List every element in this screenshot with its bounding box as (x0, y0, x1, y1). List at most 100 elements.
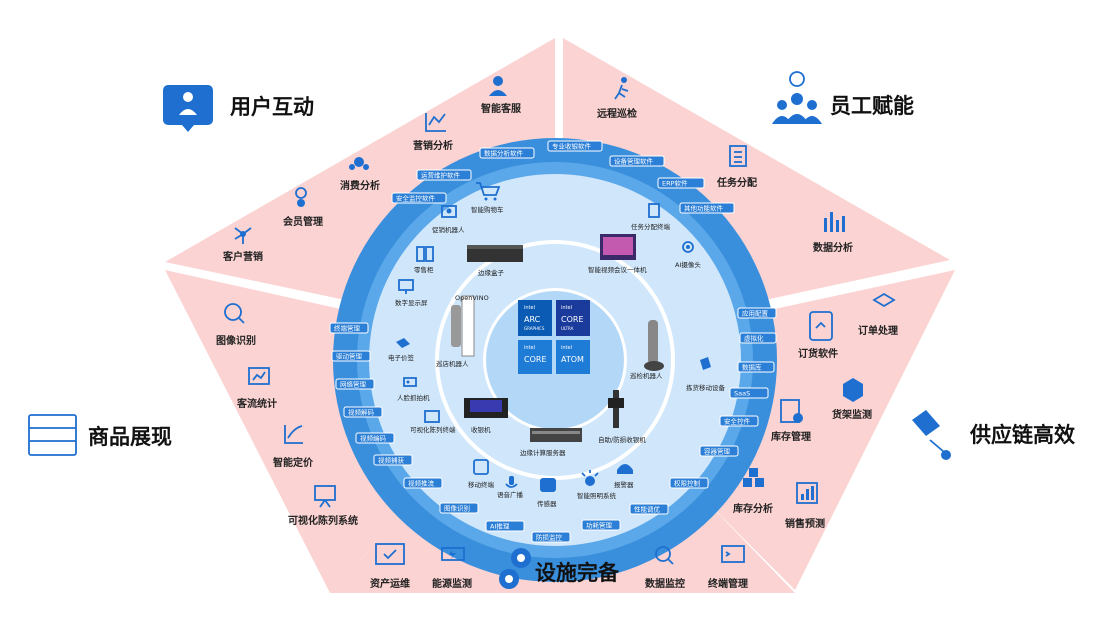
ring-tag (729, 387, 769, 399)
ring-tag-label: 网络管理 (340, 380, 367, 389)
svg-text:货架监测: 货架监测 (832, 408, 872, 421)
ring-tag (485, 520, 525, 532)
smart-light-icon (581, 470, 599, 486)
svg-text:智能定价: 智能定价 (273, 456, 314, 469)
supply-chain-icon (912, 410, 951, 460)
network-icon (234, 227, 252, 244)
ring-tag-label: 虚拟化 (744, 334, 764, 343)
svg-text:智能照明系统: 智能照明系统 (577, 491, 617, 500)
ring-tag-label: 应用配置 (742, 309, 769, 318)
ring-tag (679, 202, 735, 214)
svg-text:AI摄像头: AI摄像头 (675, 260, 701, 269)
category-facility: 设施完备 (535, 561, 620, 585)
handshake-icon (872, 292, 896, 308)
ring-tag-label: 防损监控 (536, 533, 563, 542)
ring-tag-label: 功耗管理 (586, 521, 613, 530)
category-user: 用户互动 (230, 95, 314, 119)
mobile-terminal-icon (473, 459, 489, 475)
digital-sign-icon (398, 279, 414, 294)
search-data-icon (655, 546, 674, 565)
bar-chart-icon (824, 212, 845, 232)
ring-tag (669, 477, 709, 489)
ring-tag-label: 安全控件 (724, 417, 751, 426)
ring-tag (629, 503, 669, 515)
svg-text:智能视频会议一体机: 智能视频会议一体机 (588, 265, 647, 274)
ring-tag-label: 安全监控软件 (396, 194, 436, 203)
svg-text:会员管理: 会员管理 (283, 215, 323, 228)
svg-text:可视化陈列终端: 可视化陈列终端 (410, 425, 456, 434)
warehouse-icon (743, 468, 764, 487)
task-terminal-icon (648, 203, 660, 218)
ring-tag (343, 406, 383, 418)
ring-tag-label: AI推理 (490, 522, 510, 531)
pricing-icon (284, 425, 303, 444)
svg-text:促销机器人: 促销机器人 (432, 225, 465, 234)
ring-tag (657, 177, 705, 189)
svg-text:intel: intel (561, 305, 572, 311)
intel-core-badge: intel CORE (518, 340, 552, 374)
traffic-icon (248, 367, 270, 385)
svg-text:CORE: CORE (561, 315, 584, 324)
edge-server-device: 边缘计算服务器 (520, 428, 582, 457)
ring-tag-label: 视频推流 (408, 479, 435, 488)
product-display-icon (28, 414, 77, 456)
svg-text:营销分析: 营销分析 (413, 139, 453, 152)
svg-text:边缘计算服务器: 边缘计算服务器 (520, 448, 566, 457)
ring-tag (329, 322, 369, 334)
marketing-icon (425, 113, 446, 132)
ring-tag (479, 147, 535, 159)
order-software-icon (809, 311, 833, 341)
promo-robot-icon (441, 205, 457, 218)
ring-tag (609, 155, 665, 167)
category-product: 商品展现 (88, 425, 172, 449)
patrol-robot-right: 巡检机器人 (630, 320, 664, 380)
ring-tag-label: 运营维护软件 (421, 171, 461, 180)
ring-tag-label: ERP软件 (662, 179, 688, 188)
ring-tag-label: 视频捕获 (378, 456, 405, 465)
svg-text:销售预测: 销售预测 (785, 517, 825, 530)
svg-text:客流统计: 客流统计 (236, 397, 277, 410)
svg-text:数字显示屏: 数字显示屏 (395, 298, 428, 307)
svg-text:图像识别: 图像识别 (216, 334, 256, 347)
forecast-icon (796, 482, 818, 504)
ring-tag (699, 445, 739, 457)
svg-text:零售柜: 零售柜 (414, 265, 434, 274)
staff-empower-icon (772, 71, 822, 124)
svg-text:人脸抓拍机: 人脸抓拍机 (397, 393, 430, 402)
battery-icon (441, 547, 465, 561)
svg-text:可视化陈列系统: 可视化陈列系统 (288, 514, 358, 527)
ring-tag (391, 192, 447, 204)
svg-text:电子价签: 电子价签 (388, 353, 415, 362)
cashier-device: 收银机 (464, 398, 508, 434)
ring-tag (547, 140, 603, 152)
svg-text:intel: intel (524, 305, 535, 311)
ring-tag-label: SaaS (734, 390, 750, 398)
video-conf-device: 智能视频会议一体机 (588, 234, 647, 274)
svg-text:客户营销: 客户营销 (222, 250, 263, 263)
svg-text:订单处理: 订单处理 (858, 324, 898, 337)
ai-camera-icon (682, 241, 694, 253)
svg-text:数据监控: 数据监控 (645, 577, 685, 590)
svg-text:库存分析: 库存分析 (733, 502, 773, 515)
category-staff: 员工赋能 (830, 94, 914, 118)
intel-atom-badge: intel ATOM (556, 340, 590, 374)
svg-text:数据分析: 数据分析 (813, 241, 853, 254)
smart-service-icon (489, 76, 507, 96)
ring-tag (416, 169, 472, 181)
ring-tag (373, 454, 413, 466)
ring-tag (581, 519, 621, 531)
ring-tag (403, 477, 443, 489)
ring-tag-label: 驱动管理 (336, 352, 363, 361)
svg-text:远程巡检: 远程巡检 (597, 107, 637, 120)
svg-text:GRAPHICS: GRAPHICS (524, 326, 545, 331)
segment-staff (563, 38, 950, 300)
svg-text:传感器: 传感器 (537, 499, 557, 508)
svg-text:任务分配终端: 任务分配终端 (631, 222, 671, 231)
box-icon (843, 378, 863, 402)
svg-text:收银机: 收银机 (471, 425, 491, 434)
sensor-icon (540, 478, 556, 492)
svg-text:订货软件: 订货软件 (798, 347, 838, 360)
software-tags: 数据分析软件专业收银软件设备管理软件运营维护软件安全监控软件ERP软件其他功能软… (329, 140, 777, 543)
display-board-icon (314, 485, 336, 508)
intel-core-ultra-badge: intel CORE ULTRA (556, 300, 590, 336)
